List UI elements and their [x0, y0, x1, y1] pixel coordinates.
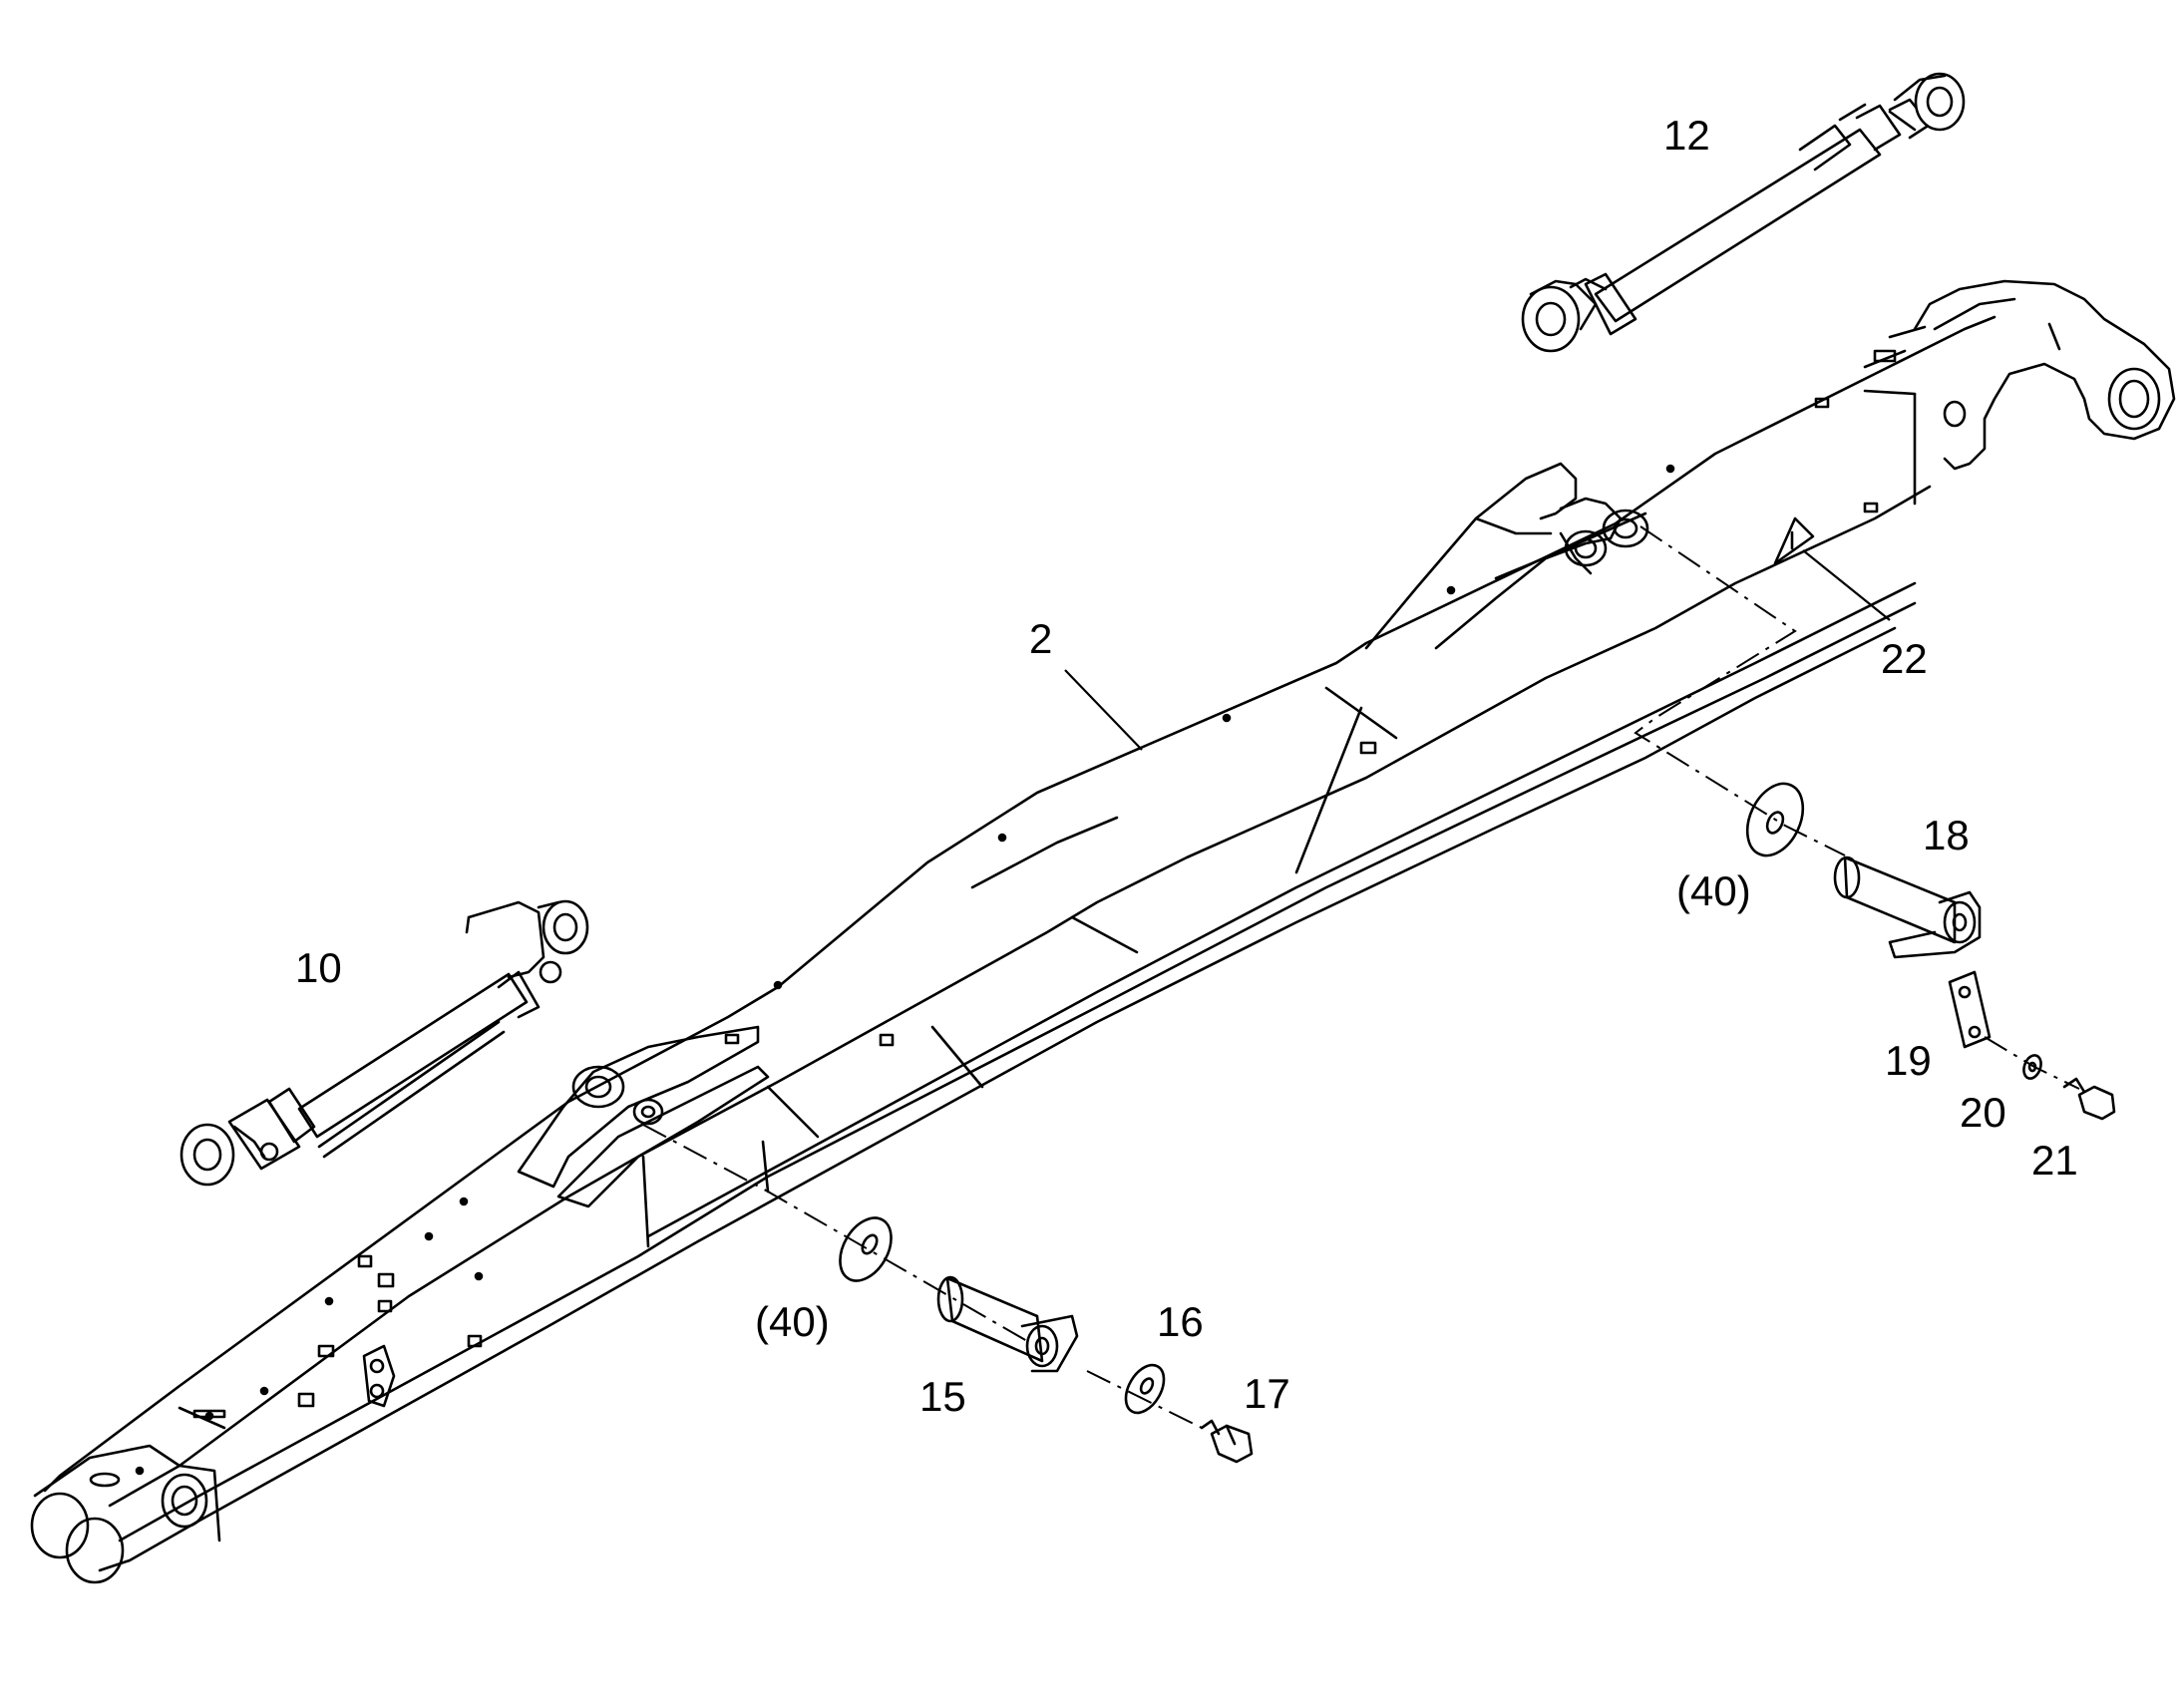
pin-15 — [936, 1275, 1079, 1373]
washer-40-lower — [839, 1216, 893, 1282]
callout-18: 18 — [1923, 812, 1970, 858]
callout-labels: 2 10 12 15 16 17 18 19 20 21 22 (40) (40… — [295, 112, 2078, 1420]
callout-16: 16 — [1157, 1298, 1204, 1345]
callout-2: 2 — [1029, 615, 1052, 662]
plate-19 — [1948, 970, 1992, 1049]
callout-10: 10 — [295, 944, 342, 991]
bolt-21 — [2062, 1077, 2116, 1121]
hydraulic-cylinder-10 — [180, 899, 589, 1187]
centerlines — [642, 525, 2080, 1429]
callout-21: 21 — [2031, 1137, 2078, 1184]
bolt-17 — [1200, 1419, 1254, 1464]
leader-lines — [1064, 549, 1891, 751]
washer-16 — [1124, 1363, 1166, 1415]
warning-triangle-icon — [1773, 516, 1815, 565]
callout-19: 19 — [1885, 1037, 1932, 1084]
washer-40-upper — [1745, 782, 1805, 857]
hydraulic-cylinder-12 — [1521, 72, 1966, 353]
callout-40-upper: (40) — [1676, 867, 1751, 914]
callout-12: 12 — [1663, 112, 1710, 159]
arm-boom-structure — [30, 279, 2176, 1584]
callout-17: 17 — [1244, 1370, 1290, 1417]
callout-22: 22 — [1881, 635, 1928, 682]
pin-18 — [1833, 855, 1982, 959]
callout-20: 20 — [1960, 1089, 2006, 1136]
callout-15: 15 — [919, 1373, 966, 1420]
washer-20 — [2022, 1054, 2042, 1080]
callout-40-lower: (40) — [755, 1298, 830, 1345]
